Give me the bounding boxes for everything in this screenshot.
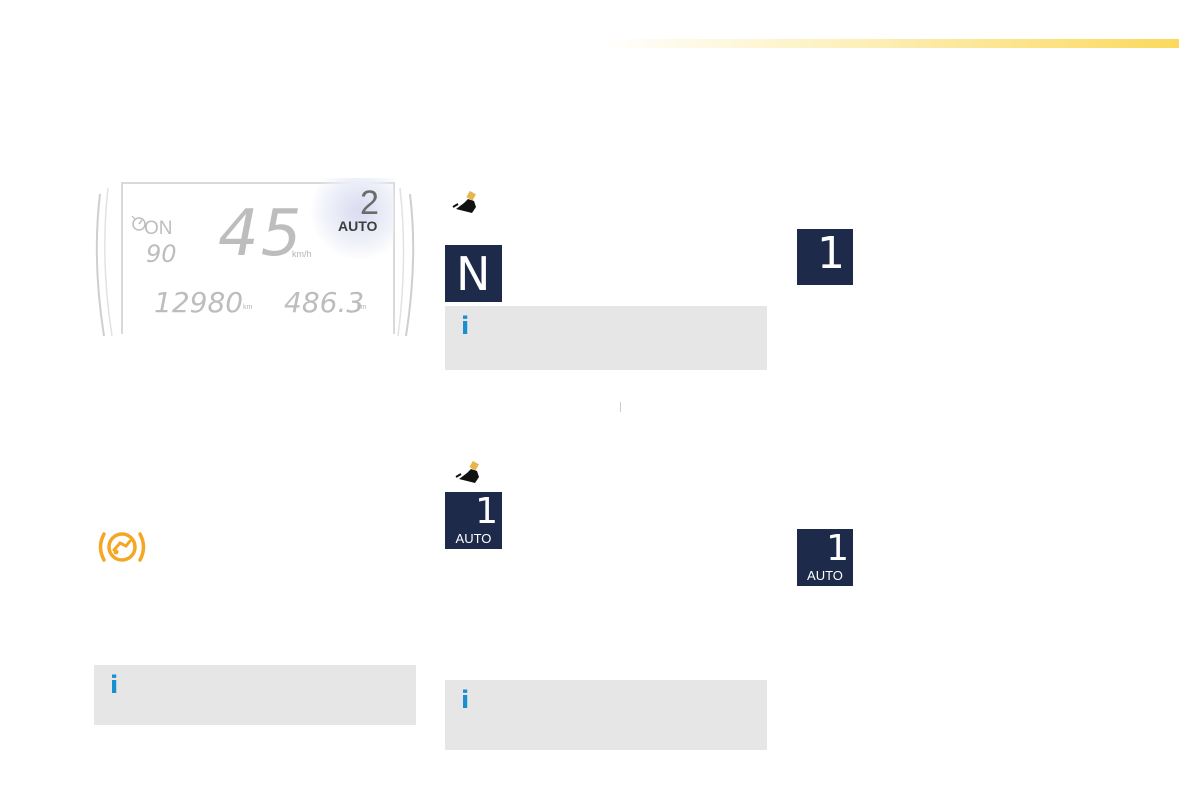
gear-mode-label: AUTO bbox=[455, 531, 492, 546]
gear-tile-auto-first: 1 AUTO bbox=[445, 492, 502, 549]
info-icon: i bbox=[461, 312, 470, 340]
hand-on-lever-icon bbox=[455, 461, 479, 483]
trip-unit: km bbox=[357, 304, 367, 311]
gear-tile-neutral: N bbox=[445, 245, 502, 302]
info-icon: i bbox=[461, 686, 470, 714]
info-box-middle-bottom: i bbox=[445, 680, 767, 750]
instrument-cluster-display: ON 90 45 km/h 2 AUTO 12980 km 486.3 km bbox=[94, 178, 416, 336]
odometer-unit: km bbox=[243, 304, 253, 311]
cluster-bezel bbox=[95, 187, 415, 336]
gear-mode: AUTO bbox=[338, 218, 378, 234]
gear-tile-first: 1 bbox=[797, 229, 853, 285]
cruise-status-label: ON bbox=[144, 218, 173, 239]
info-icon: i bbox=[110, 671, 119, 699]
parking-brake-warning-icon bbox=[98, 532, 146, 562]
speed-value: 45 bbox=[218, 197, 304, 271]
gear-tile-auto-first-right: 1 AUTO bbox=[797, 529, 853, 586]
info-box-middle-top: i bbox=[445, 306, 767, 370]
cruise-control-icon bbox=[131, 215, 146, 231]
hand-on-lever-icon bbox=[452, 191, 476, 213]
gear-number: 1 bbox=[817, 228, 845, 279]
gear-number: 1 bbox=[826, 528, 849, 569]
divider-mark bbox=[620, 402, 621, 412]
header-accent-bar bbox=[600, 39, 1191, 48]
gear-mode-label: AUTO bbox=[807, 568, 843, 583]
odometer-value: 12980 bbox=[154, 286, 244, 319]
speed-unit: km/h bbox=[292, 249, 312, 259]
gear-highlight-glow bbox=[308, 178, 394, 260]
current-gear: 2 bbox=[360, 184, 379, 222]
info-box-left: i bbox=[94, 665, 416, 725]
gear-number: 1 bbox=[475, 491, 498, 532]
trip-value: 486.3 bbox=[284, 286, 365, 319]
neutral-gear-symbol: N bbox=[456, 247, 491, 301]
speed-limit-value: 90 bbox=[146, 240, 177, 268]
